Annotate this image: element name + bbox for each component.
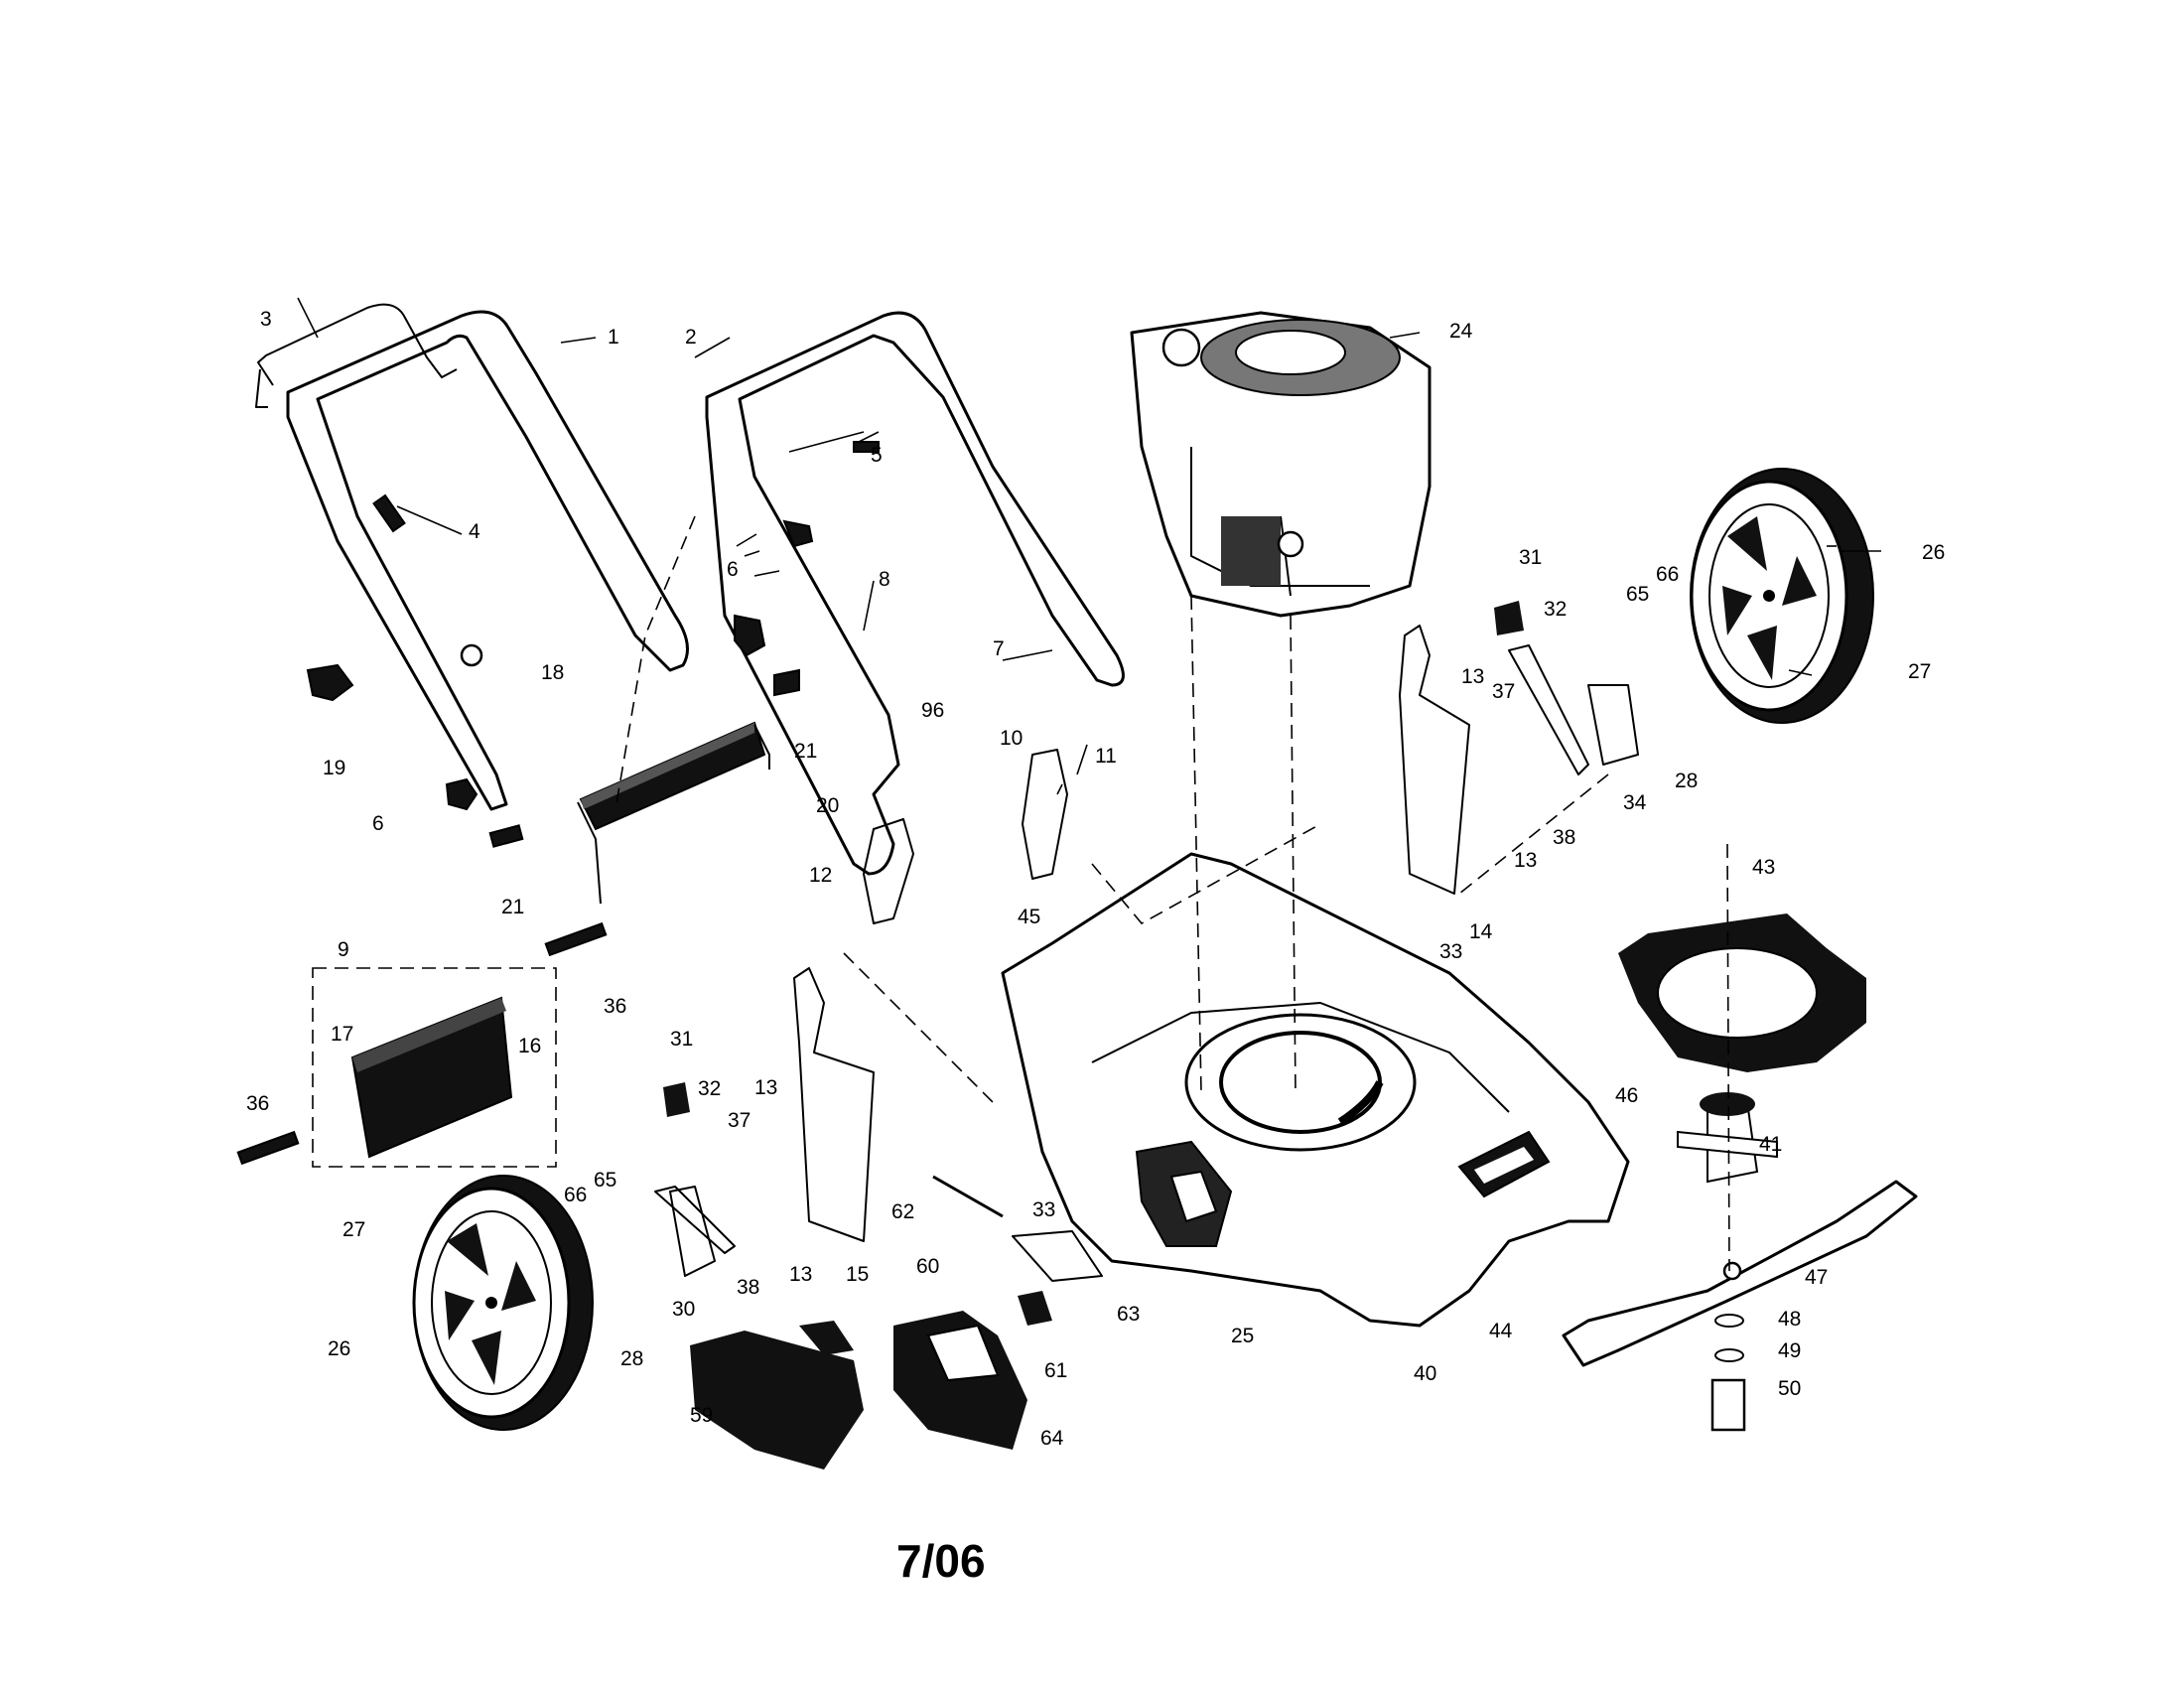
callout-30: 30 <box>672 1298 695 1321</box>
mulch-plug <box>893 1311 1027 1450</box>
callout-44: 44 <box>1489 1320 1513 1342</box>
callout-41: 41 <box>1759 1133 1782 1156</box>
engine <box>1130 311 1432 618</box>
rear-right-wheel <box>1690 468 1874 724</box>
callout-13c: 13 <box>754 1076 777 1099</box>
callout-12: 12 <box>809 864 832 887</box>
control-bar <box>255 303 458 408</box>
height-adjuster-brackets <box>654 601 1639 1277</box>
callout-33b: 33 <box>1032 1198 1055 1221</box>
callout-38a: 38 <box>1553 826 1575 849</box>
callout-64: 64 <box>1040 1427 1064 1450</box>
callout-leaders <box>297 297 1881 795</box>
callout-9: 9 <box>338 938 349 961</box>
callout-61: 61 <box>1044 1359 1067 1382</box>
callout-37b: 37 <box>728 1109 751 1132</box>
callout-28b: 28 <box>620 1347 643 1370</box>
callout-48: 48 <box>1778 1308 1801 1331</box>
callout-96: 96 <box>921 699 944 722</box>
callout-18: 18 <box>541 661 564 684</box>
callout-63: 63 <box>1117 1303 1140 1326</box>
callout-7: 7 <box>993 637 1005 660</box>
callout-13d: 13 <box>789 1263 812 1286</box>
discharge-door-hardware <box>932 1175 1103 1326</box>
callout-1: 1 <box>608 326 619 349</box>
callout-labels: 1 2 3 4 5 6 6 7 8 9 10 11 12 13 13 13 13… <box>246 308 1945 1450</box>
blade-hardware <box>1710 1314 1746 1432</box>
callout-66b: 66 <box>564 1184 587 1206</box>
handle-hardware <box>306 441 880 848</box>
callout-14: 14 <box>1469 920 1493 943</box>
callout-45: 45 <box>1018 906 1040 928</box>
callout-27b: 27 <box>342 1218 365 1241</box>
callout-3: 3 <box>260 308 272 331</box>
callout-13b: 13 <box>1514 849 1537 872</box>
callout-49: 49 <box>1778 1339 1801 1362</box>
callout-33a: 33 <box>1439 940 1462 963</box>
callout-20: 20 <box>816 794 839 817</box>
callout-15: 15 <box>846 1263 869 1286</box>
callout-36b: 36 <box>246 1092 269 1115</box>
callout-25: 25 <box>1231 1325 1254 1347</box>
callout-32a: 32 <box>1544 598 1567 621</box>
callout-60: 60 <box>916 1255 939 1278</box>
rear-door <box>577 721 770 905</box>
callout-21b: 21 <box>501 896 524 918</box>
callout-38b: 38 <box>737 1276 759 1299</box>
callout-47: 47 <box>1805 1266 1828 1289</box>
date-code: 7/06 <box>896 1535 986 1587</box>
callout-50: 50 <box>1778 1377 1801 1400</box>
callout-65b: 65 <box>594 1169 616 1192</box>
callout-11: 11 <box>1095 745 1117 768</box>
callout-43: 43 <box>1752 856 1775 879</box>
callout-19: 19 <box>323 757 345 779</box>
callout-13a: 13 <box>1461 665 1484 688</box>
callout-6b: 6 <box>372 812 384 835</box>
callout-32b: 32 <box>698 1077 721 1100</box>
callout-24: 24 <box>1449 320 1473 343</box>
discharge-chute <box>690 1321 864 1470</box>
callout-37a: 37 <box>1492 680 1515 703</box>
callout-26a: 26 <box>1922 541 1945 564</box>
lower-handle <box>705 311 1125 876</box>
callout-31a: 31 <box>1519 546 1542 569</box>
front-left-wheel <box>412 1175 594 1431</box>
mower-deck <box>1001 852 1630 1328</box>
callout-28a: 28 <box>1675 770 1698 792</box>
callout-62: 62 <box>891 1200 914 1223</box>
callout-8: 8 <box>879 568 890 591</box>
upper-handle <box>286 310 689 811</box>
callout-36a: 36 <box>604 995 626 1018</box>
callout-59: 59 <box>690 1404 713 1427</box>
callout-65a: 65 <box>1626 583 1649 606</box>
callout-21a: 21 <box>794 740 817 763</box>
assembly-lines <box>614 515 1730 1272</box>
mower-blade <box>1562 1180 1918 1367</box>
callout-17: 17 <box>331 1023 353 1046</box>
callout-10: 10 <box>1000 727 1023 750</box>
callout-26b: 26 <box>328 1337 350 1360</box>
callout-2: 2 <box>685 326 697 349</box>
callout-4: 4 <box>469 520 480 543</box>
rear-flap-assembly <box>236 921 608 1168</box>
callout-34: 34 <box>1623 791 1647 814</box>
callout-31b: 31 <box>670 1028 693 1051</box>
callout-27a: 27 <box>1908 660 1931 683</box>
callout-16: 16 <box>518 1035 541 1057</box>
callout-66a: 66 <box>1656 563 1679 586</box>
callout-46: 46 <box>1615 1084 1638 1107</box>
callout-40: 40 <box>1414 1362 1436 1385</box>
callout-6a: 6 <box>727 558 739 581</box>
blade-adapter-assembly <box>1618 913 1866 1184</box>
callout-5: 5 <box>871 444 883 467</box>
